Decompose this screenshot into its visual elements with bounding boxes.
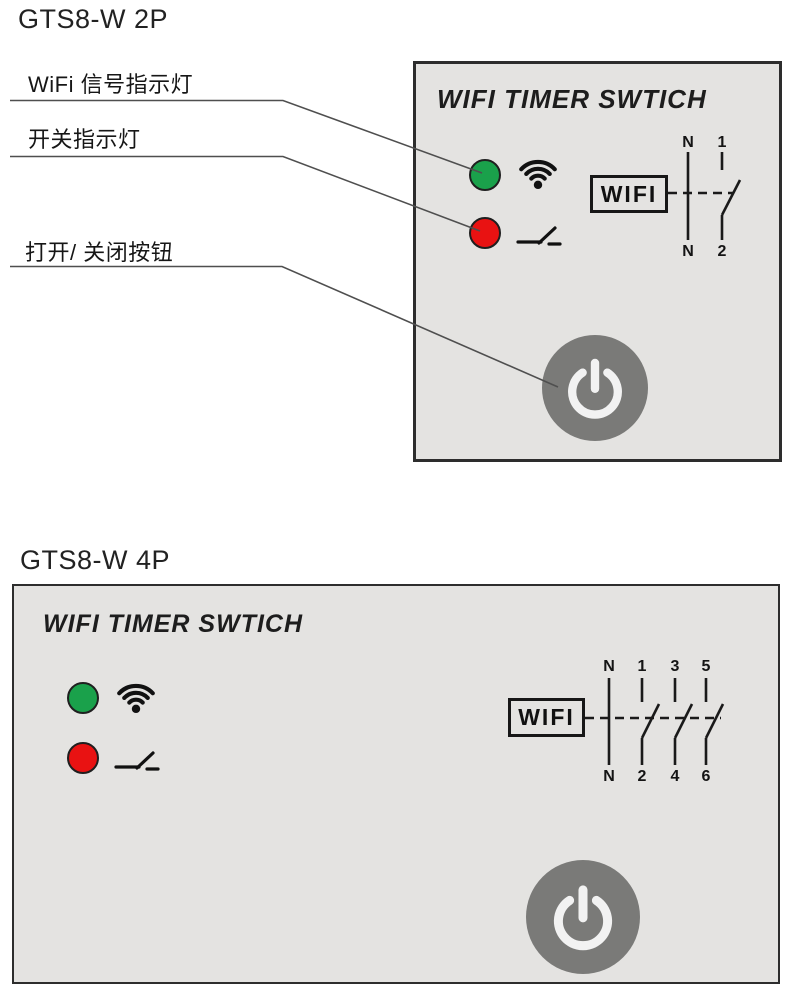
switch-led [67,742,99,774]
switch-contact-icon [516,224,562,247]
switch-led [469,217,501,249]
wifi-signal-icon [114,677,158,715]
callout-wifi-indicator: WiFi 信号指示灯 [28,72,194,97]
terminal-label: 2 [637,768,647,785]
circuit-diagram-2p [580,130,780,270]
terminal-label: N [603,658,615,675]
circuit-diagram-4p [500,655,770,790]
switch-contact-icon [114,749,160,772]
terminal-label: 1 [717,134,727,151]
model-title-4p: GTS8-W 4P [20,545,171,575]
power-button [542,335,648,441]
model-title-2p: GTS8-W 2P [18,4,169,34]
callout-onoff-button: 打开/ 关闭按钮 [25,240,174,265]
wifi-module-box-4p: WIFI [508,698,585,737]
terminal-label: 5 [701,658,711,675]
panel-heading-4p: WIFI TIMER SWTICH [43,610,304,638]
wifi-led [67,682,99,714]
terminal-label: 3 [670,658,680,675]
panel-4p [12,584,780,984]
panel-heading-2p: WIFI TIMER SWTICH [437,84,707,114]
power-button [526,860,640,974]
terminal-label: N [682,134,694,151]
terminal-label: 4 [670,768,680,785]
wifi-signal-icon [516,153,560,191]
terminal-label: N [682,243,694,260]
terminal-label: 2 [717,243,727,260]
callout-switch-indicator: 开关指示灯 [28,127,141,152]
wifi-module-label: WIFI [518,704,575,730]
power-icon [568,358,622,419]
wifi-module-label: WIFI [600,180,658,207]
wifi-module-box-2p: WIFI [590,175,668,213]
power-icon [553,885,613,951]
terminal-label: 1 [637,658,647,675]
terminal-label: N [603,768,615,785]
terminal-label: 6 [701,768,711,785]
wifi-led [469,159,501,191]
